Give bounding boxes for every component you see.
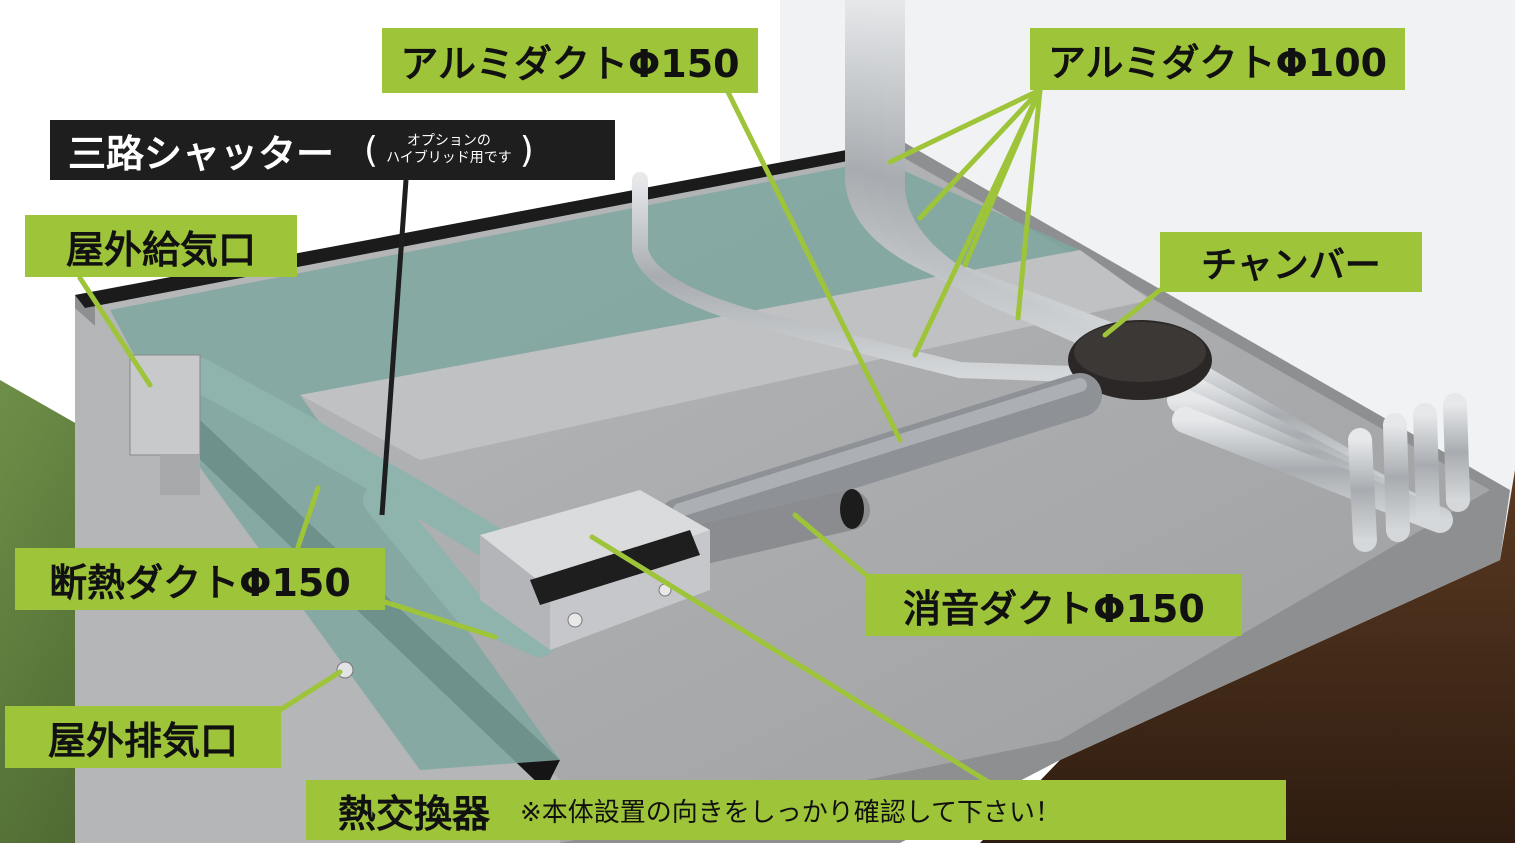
silencer-duct-150 [680,489,870,565]
heat-exchanger-note: ※本体設置の向きをしっかり確認して下さい！ [520,797,1062,828]
label-aluminum-duct-100: アルミダクトΦ100 [1030,28,1405,90]
shutter-note-line1: オプションの [406,133,491,149]
label-chamber: チャンバー [1160,232,1422,292]
shutter-note-line2: ハイブリッド用です [386,150,512,166]
label-three-way-shutter: 三路シャッター ( オプションの ハイブリッド用です ) [50,120,615,180]
insulated-duct-150 [183,358,557,657]
leader-lines [77,87,1163,786]
shutter-paren-open: ( [364,129,379,171]
label-heat-exchanger: 熱交換器 ※本体設置の向きをしっかり確認して下さい！ [306,780,1286,840]
label-insulated-duct-150: 断熱ダクトΦ150 [15,548,385,610]
shutter-main-text: 三路シャッター [68,131,335,176]
shutter-paren-close: ) [519,129,534,171]
label-silencer-duct-150: 消音ダクトΦ150 [866,574,1242,636]
label-outdoor-supply: 屋外給気口 [25,215,297,277]
shutter-note: オプションの ハイブリッド用です [386,133,512,167]
soil-cross-section [980,470,1515,843]
aluminum-duct-100-group [632,0,1470,552]
label-outdoor-exhaust: 屋外排気口 [5,706,281,768]
heat-exchanger-text: 熱交換器 [338,791,491,836]
shutter-leader-line [379,179,409,516]
chamber-unit [1068,320,1212,400]
label-aluminum-duct-150: アルミダクトΦ150 [382,28,758,93]
aluminum-duct-150 [658,373,1102,542]
